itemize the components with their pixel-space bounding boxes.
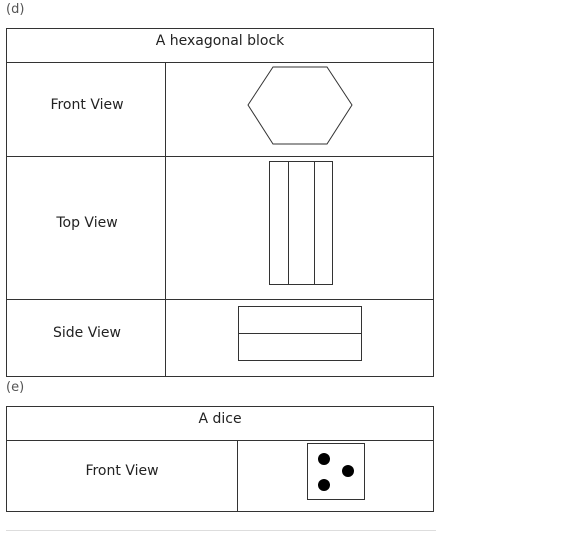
table-d-header-divider bbox=[6, 62, 434, 63]
die-pip bbox=[318, 453, 330, 465]
die-pip bbox=[318, 479, 330, 491]
section-d-label: (d) bbox=[6, 2, 25, 17]
hexagonal-block-table bbox=[6, 28, 434, 377]
die-pip bbox=[342, 465, 354, 477]
front-view-label: Front View bbox=[50, 97, 124, 113]
table-e-title: A dice bbox=[198, 411, 242, 427]
table-d-row2-divider bbox=[6, 299, 434, 300]
footer-divider bbox=[6, 530, 436, 531]
hexagon-front-view-figure bbox=[247, 66, 353, 145]
top-view-strips-figure bbox=[269, 161, 333, 285]
table-d-column-divider bbox=[165, 62, 166, 377]
die-face-figure bbox=[307, 443, 365, 500]
side-view-label: Side View bbox=[53, 325, 121, 341]
table-e-column-divider bbox=[237, 440, 238, 512]
dice-front-view-label: Front View bbox=[85, 463, 159, 479]
side-view-strips-figure bbox=[238, 306, 362, 361]
top-view-label: Top View bbox=[56, 215, 118, 231]
section-e-label: (e) bbox=[6, 380, 25, 395]
table-e-header-divider bbox=[6, 440, 434, 441]
table-d-title: A hexagonal block bbox=[155, 33, 285, 49]
table-d-row1-divider bbox=[6, 156, 434, 157]
